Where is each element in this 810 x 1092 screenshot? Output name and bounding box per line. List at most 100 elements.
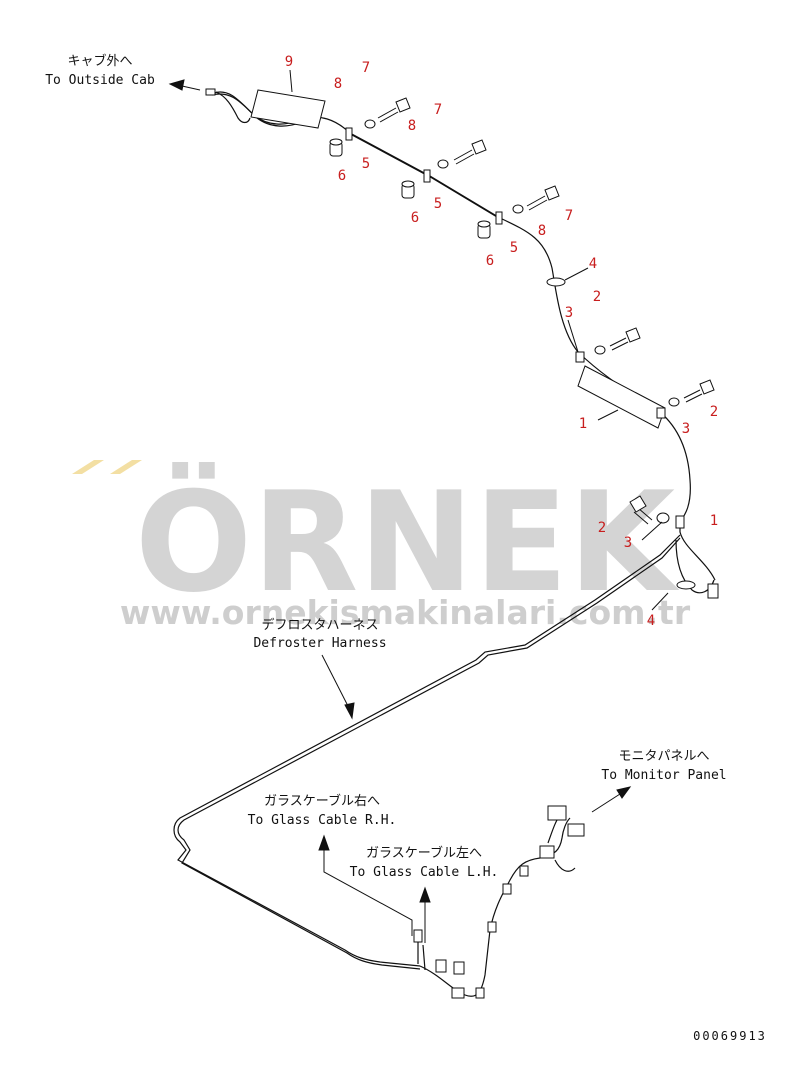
glass-rh-en: To Glass Cable R.H. xyxy=(248,813,397,828)
callout-2b: 2 xyxy=(710,404,718,420)
bolt-2a xyxy=(609,327,641,351)
callout-numbers: 9 8 7 8 7 5 6 5 6 5 8 7 6 4 3 2 1 3 2 1 … xyxy=(285,54,718,629)
callout-8b: 8 xyxy=(408,118,416,134)
callout-9: 9 xyxy=(285,54,293,70)
connector-outside-cab xyxy=(205,88,216,96)
leader-4a xyxy=(564,267,589,281)
spacer-6a xyxy=(329,138,343,157)
main-harness-pair xyxy=(177,537,681,970)
bolt-2c xyxy=(629,495,653,525)
label-tag-9 xyxy=(250,89,326,129)
bolt-7c xyxy=(526,185,560,211)
callout-5a: 5 xyxy=(362,156,370,172)
watermark-brand: ÖRNEK xyxy=(135,462,680,623)
callout-3c: 3 xyxy=(624,535,632,551)
arrow-glass-lh-head xyxy=(419,886,431,903)
harness-wiring xyxy=(173,91,716,997)
watermark-accent-left xyxy=(72,460,104,474)
callout-7a: 7 xyxy=(362,60,370,76)
glass-lh-lead xyxy=(422,944,426,971)
leader-defroster-head xyxy=(344,702,355,720)
callout-6b: 6 xyxy=(411,210,419,226)
defroster-en: Defroster Harness xyxy=(253,636,386,651)
connector-bottom-a xyxy=(435,959,447,973)
text-labels: キャブ外へ To Outside Cab デフロスタハーネス Defroster… xyxy=(45,53,767,1043)
callout-8a: 8 xyxy=(334,76,342,92)
arrow-glass-rh-head xyxy=(318,834,330,851)
clamp-5c xyxy=(495,211,503,225)
glass-lh-en: To Glass Cable L.H. xyxy=(350,865,499,880)
callout-2a: 2 xyxy=(593,289,601,305)
callout-8c: 8 xyxy=(538,223,546,239)
callout-2c: 2 xyxy=(598,520,606,536)
clamp-5a xyxy=(345,127,353,141)
outside-cab-jp: キャブ外へ xyxy=(67,53,132,69)
washer-8a xyxy=(364,119,376,129)
bolt-7b xyxy=(453,139,487,165)
watermark: ÖRNEK www.ornekismakinalari.com.tr xyxy=(72,460,691,632)
arrow-outside-cab-head xyxy=(168,79,185,91)
callout-1c: 1 xyxy=(710,513,718,529)
arrow-monitor-line xyxy=(591,793,621,813)
washer-3a xyxy=(594,345,606,355)
drawing-number: 00069913 xyxy=(693,1029,767,1043)
connector-bottom-d xyxy=(475,987,485,999)
washer-3b xyxy=(668,397,680,407)
callout-5b: 5 xyxy=(434,196,442,212)
bolt-2b xyxy=(683,379,715,403)
label-tag-1 xyxy=(577,365,666,429)
callout-4b: 4 xyxy=(647,613,655,629)
washer-8c xyxy=(512,204,524,214)
connector-monitor-b xyxy=(567,823,585,837)
watermark-url: www.ornekismakinalari.com.tr xyxy=(120,593,691,632)
outside-cab-en: To Outside Cab xyxy=(45,73,155,88)
leader-3a xyxy=(567,319,579,353)
callout-6a: 6 xyxy=(338,168,346,184)
hardware xyxy=(205,88,719,999)
leader-9 xyxy=(289,69,293,93)
callout-7b: 7 xyxy=(434,102,442,118)
leaders xyxy=(168,69,669,943)
callout-4a: 4 xyxy=(589,256,597,272)
connector-bottom-c xyxy=(451,987,465,999)
clamp-1a xyxy=(575,351,585,363)
lower-branch xyxy=(419,817,571,997)
clamp-4b xyxy=(676,580,696,590)
defroster-jp: デフロスタハーネス xyxy=(261,617,378,633)
upper-wire-loop xyxy=(215,91,251,124)
callout-7c: 7 xyxy=(565,208,573,224)
main-harness xyxy=(173,534,681,967)
leader-4b xyxy=(651,592,669,611)
connector-monitor-a xyxy=(547,805,567,821)
washer-3c xyxy=(656,512,670,524)
clip-lower-a xyxy=(487,921,497,933)
callout-5c: 5 xyxy=(510,240,518,256)
arrow-outside-cab-line xyxy=(181,85,201,91)
monitor-jp: モニタパネルへ xyxy=(618,749,709,764)
connector-glass-rh xyxy=(413,929,423,943)
clip-lower-b xyxy=(502,883,512,895)
monitor-lead-2 xyxy=(554,859,576,872)
leader-defroster xyxy=(321,654,351,711)
watermark-accent-right xyxy=(110,460,142,474)
callout-3b: 3 xyxy=(682,421,690,437)
leader-glass-rh xyxy=(323,848,413,936)
callout-1a: 1 xyxy=(579,416,587,432)
leader-3c xyxy=(641,521,663,541)
clamp-1b xyxy=(656,407,666,419)
arrow-monitor-head xyxy=(616,786,632,799)
upper-wire-main xyxy=(213,91,716,581)
callout-3a: 3 xyxy=(565,305,573,321)
monitor-en: To Monitor Panel xyxy=(601,768,726,783)
spacer-6b xyxy=(401,180,415,199)
connector-right xyxy=(707,583,719,599)
clip-lower-c xyxy=(519,865,529,877)
bolt-7a xyxy=(377,97,411,123)
clamp-5b xyxy=(423,169,431,183)
connector-monitor-c xyxy=(539,845,555,859)
upper-wire-parallel xyxy=(351,134,503,221)
spacer-6c xyxy=(477,220,491,239)
connector-bottom-b xyxy=(453,961,465,975)
